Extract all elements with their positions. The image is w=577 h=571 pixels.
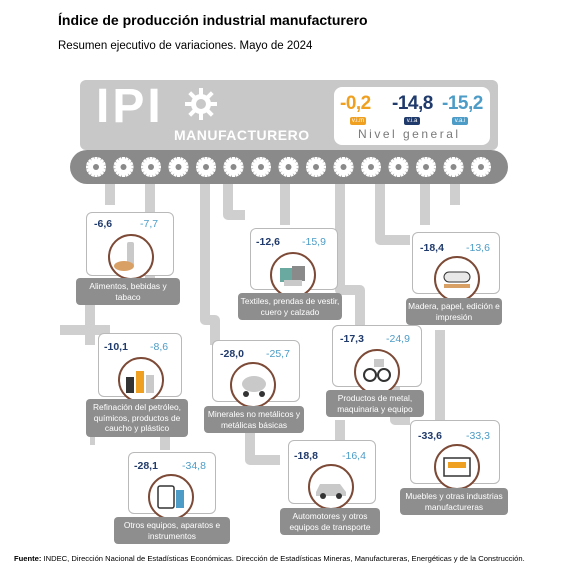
sector-label: Muebles y otras industrias manufacturera…: [400, 488, 508, 515]
kpi-yoy-tag: v.i.a: [404, 117, 420, 125]
kpi-yoy: -14,8: [392, 93, 433, 114]
conveyor-gear-icon: [141, 157, 161, 177]
car-icon: [308, 464, 354, 510]
conveyor-gear-icon: [333, 157, 354, 177]
logo-main: IPI: [96, 80, 164, 133]
machinery-icon: [354, 349, 400, 395]
conveyor-gear-icon: [113, 157, 134, 177]
sector-yoy-value: -33,6: [418, 430, 442, 442]
sector-sa-value: -7,7: [140, 218, 159, 230]
source-footer: Fuente: INDEC, Dirección Nacional de Est…: [14, 554, 525, 563]
sector-sa-value: -16,4: [342, 450, 366, 462]
sector-sa-value: -13,6: [466, 242, 490, 254]
kpi-panel: -0,2 v.i.m -14,8 v.i.a -15,2 v.a.i Nivel…: [334, 87, 490, 145]
sector-sa-value: -34,8: [182, 460, 206, 472]
kpi-level-label: Nivel general: [358, 127, 461, 141]
sector-yoy-value: -6,6: [94, 218, 113, 230]
page-title: Índice de producción industrial manufact…: [58, 12, 368, 28]
sector-sa-value: -8,6: [150, 341, 169, 353]
conveyor-gear-icon: [168, 157, 189, 177]
conveyor-gear-icon: [196, 157, 216, 177]
conveyor-gear-icon: [278, 157, 299, 177]
furniture-icon: [434, 444, 480, 490]
conveyor-gear-icon: [443, 157, 464, 177]
ipi-logo: IPI MANUFACTURERO: [96, 80, 309, 144]
sector-label: Textiles, prendas de vestir, cuero y cal…: [238, 293, 342, 320]
sector-sa-value: -24,9: [386, 333, 410, 345]
cement-mixer-icon: [230, 362, 276, 408]
sector-label: Madera, papel, edición e impresión: [406, 298, 502, 325]
electronics-icon: [148, 474, 194, 520]
conveyor-gear-icon: [251, 157, 271, 177]
sector-label: Automotores y otros equipos de transport…: [280, 508, 380, 535]
kpi-monthly-tag: v.i.m: [350, 117, 366, 125]
sector-label: Productos de metal, maquinaria y equipo: [326, 390, 424, 417]
page-subtitle: Resumen ejecutivo de variaciones. Mayo d…: [58, 40, 313, 52]
sector-label: Otros equipos, aparatos e instrumentos: [114, 517, 230, 544]
conveyor-gear-icon: [361, 157, 381, 177]
sector-yoy-value: -12,6: [256, 236, 280, 248]
source-label: Fuente:: [14, 554, 42, 563]
kpi-accumulated: -15,2: [442, 93, 483, 114]
sector-label: Alimentos, bebidas y tabaco: [76, 278, 180, 305]
conveyor-gear-icon: [471, 157, 491, 177]
sector-sa-value: -33,3: [466, 430, 490, 442]
sector-yoy-value: -10,1: [104, 341, 128, 353]
conveyor-gear-icon: [86, 157, 106, 177]
conveyor-gear-icon: [223, 157, 244, 177]
chemicals-icon: [118, 357, 164, 403]
sector-sa-value: -25,7: [266, 348, 290, 360]
source-text: INDEC, Dirección Nacional de Estadística…: [41, 554, 525, 563]
paper-roll-icon: [434, 256, 480, 302]
conveyor-gear-icon: [416, 157, 436, 177]
sector-yoy-value: -18,8: [294, 450, 318, 462]
sector-label: Refinación del petróleo, químicos, produ…: [86, 399, 188, 437]
bottle-bread-icon: [108, 234, 154, 280]
conveyor-gear-icon: [388, 157, 409, 177]
kpi-monthly: -0,2: [340, 93, 371, 114]
sector-yoy-value: -28,0: [220, 348, 244, 360]
sector-label: Minerales no metálicos y metálicas básic…: [204, 406, 304, 433]
sector-sa-value: -15,9: [302, 236, 326, 248]
sector-yoy-value: -18,4: [420, 242, 444, 254]
conveyor-gear-icon: [306, 157, 326, 177]
fabric-rolls-icon: [270, 252, 316, 298]
sector-yoy-value: -17,3: [340, 333, 364, 345]
gear-icon: [184, 87, 218, 126]
kpi-accumulated-tag: v.a.i: [452, 117, 468, 125]
logo-sub: MANUFACTURERO: [174, 127, 310, 143]
sector-yoy-value: -28,1: [134, 460, 158, 472]
